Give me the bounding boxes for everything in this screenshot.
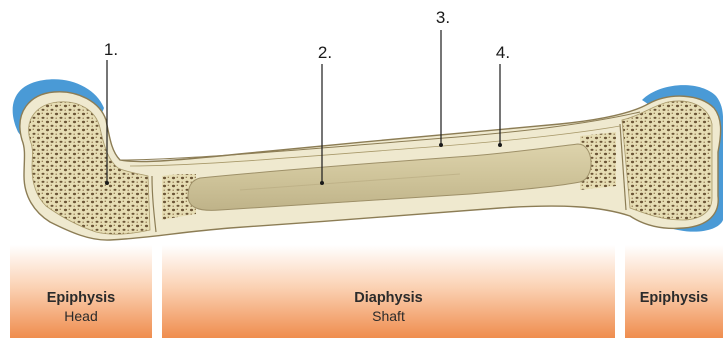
region-subtitle: Head (10, 307, 152, 325)
marker-2: 2. (318, 43, 332, 63)
region-title: Diaphysis (162, 289, 615, 307)
region-epiphysis-head: Epiphysis Head (10, 245, 152, 338)
region-title: Epiphysis (10, 289, 152, 307)
region-epiphysis-distal: Epiphysis (625, 245, 723, 338)
leader-dot-1 (105, 181, 109, 185)
region-diaphysis: Diaphysis Shaft (162, 245, 615, 338)
leader-dot-3 (439, 143, 443, 147)
leader-dot-2 (320, 181, 324, 185)
marker-3: 3. (436, 8, 450, 28)
region-subtitle: Shaft (162, 307, 615, 325)
marker-4: 4. (496, 43, 510, 63)
spongy-bone-distal (622, 101, 712, 220)
leader-dot-4 (498, 143, 502, 147)
region-title: Epiphysis (625, 289, 723, 307)
marker-1: 1. (104, 40, 118, 60)
